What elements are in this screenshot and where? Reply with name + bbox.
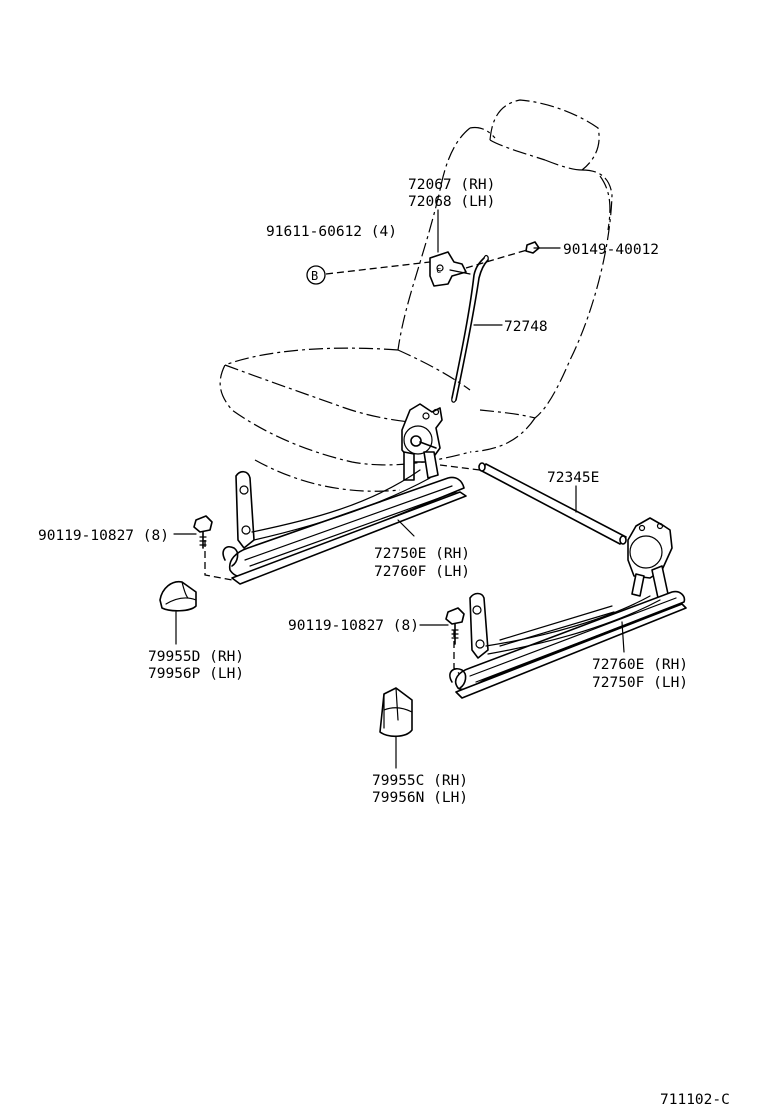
label-screw: 91611-60612 (4) xyxy=(266,224,397,240)
label-track-right-lh: 72750F (LH) xyxy=(592,675,688,691)
label-bar: 72345E xyxy=(547,470,599,486)
label-recliner-rh: 72067 (RH) xyxy=(408,177,495,193)
bolt-left xyxy=(193,515,213,549)
release-rod xyxy=(451,254,489,403)
cover-front-right xyxy=(379,687,413,738)
label-bolt-left: 90119-10827 (8) xyxy=(38,528,169,544)
label-clip: 90149-40012 xyxy=(563,242,659,258)
recliner-bracket: c xyxy=(429,251,471,287)
cross-bar xyxy=(478,462,627,545)
cover-front-left xyxy=(159,580,197,612)
label-cover-a-rh: 79955D (RH) xyxy=(148,649,244,665)
label-track-left-rh: 72750E (RH) xyxy=(374,546,470,562)
part-labels: 72067 (RH) 72068 (LH) 91611-60612 (4) B … xyxy=(38,177,730,1108)
label-ref-b: B xyxy=(311,269,318,283)
label-cover-b-rh: 79955C (RH) xyxy=(372,773,468,789)
label-rod: 72748 xyxy=(504,319,548,335)
label-bolt-right: 90119-10827 (8) xyxy=(288,618,419,634)
label-cover-b-lh: 79956N (LH) xyxy=(372,790,468,806)
clip-part xyxy=(525,241,540,254)
recliner-letter: c xyxy=(436,266,441,276)
leader-lines xyxy=(173,209,625,769)
label-track-right-rh: 72760E (RH) xyxy=(592,657,688,673)
seat-outline xyxy=(219,99,613,492)
label-recliner-lh: 72068 (LH) xyxy=(408,194,495,210)
label-cover-a-lh: 79956P (LH) xyxy=(148,666,244,682)
ref-b-circle xyxy=(306,265,326,285)
figure-id: 711102-C xyxy=(660,1092,730,1108)
right-seat-track xyxy=(449,517,687,699)
label-track-left-lh: 72760F (LH) xyxy=(374,564,470,580)
bolt-right xyxy=(445,607,465,645)
left-seat-track xyxy=(222,403,467,585)
